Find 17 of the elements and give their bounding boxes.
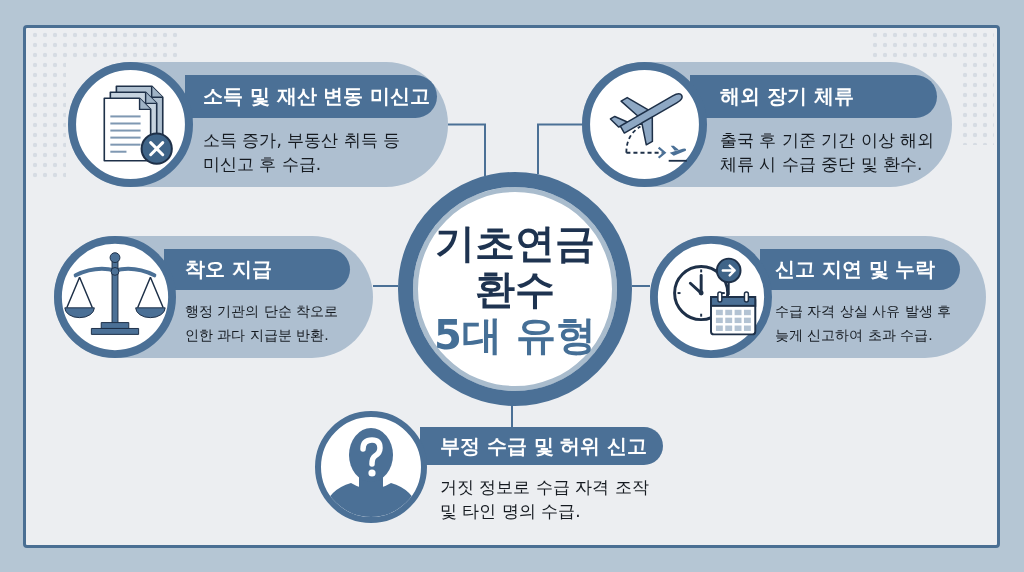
connector-line <box>372 285 400 287</box>
card-description: 소득 증가, 부동산 취득 등 미신고 후 수급. <box>203 129 402 176</box>
card-description: 수급 자격 상실 사유 발생 후 늦게 신고하여 초과 수급. <box>775 302 953 345</box>
card-heading: 신고 지연 및 누락 <box>760 249 960 290</box>
hub-subtitle: 5대 유형 <box>433 312 597 358</box>
card-description: 행정 기관의 단순 착오로 인한 과다 지급분 반환. <box>185 302 340 345</box>
connector-line <box>537 123 583 176</box>
hub-title: 기초연금 환수 <box>434 220 596 312</box>
card-heading: 착오 지급 <box>164 249 350 290</box>
info-card <box>68 62 448 187</box>
card-heading: 해외 장기 체류 <box>690 75 937 118</box>
card-description: 출국 후 기준 기간 이상 해외 체류 시 수급 중단 및 환수. <box>720 129 936 176</box>
card-heading: 부정 수급 및 허위 신고 <box>420 427 663 465</box>
card-heading: 소득 및 재산 변동 미신고 <box>185 75 437 118</box>
connector-line <box>447 123 486 177</box>
card-description: 거짓 정보로 수급 자격 조작 및 타인 명의 수급. <box>440 476 650 523</box>
connector-line <box>511 404 513 428</box>
